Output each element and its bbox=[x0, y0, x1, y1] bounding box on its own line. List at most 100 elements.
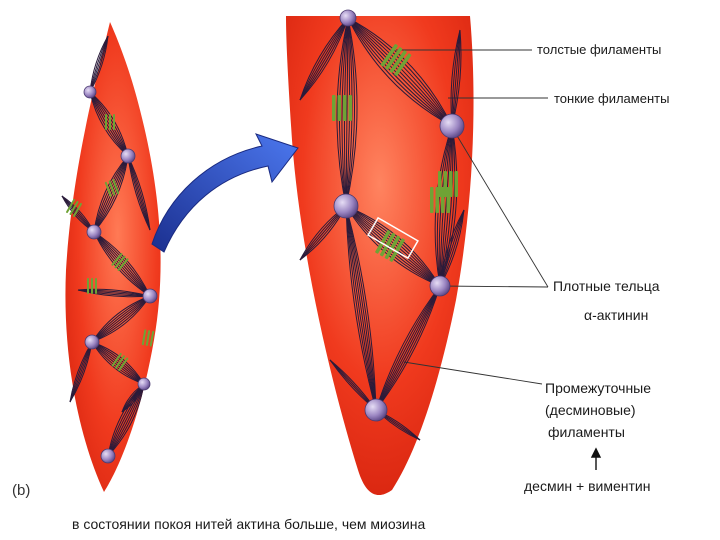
filament-right bbox=[439, 125, 453, 287]
myosin-bar bbox=[145, 330, 151, 346]
filament-left bbox=[107, 383, 145, 457]
filament-right bbox=[336, 17, 349, 207]
label-dense-bodies: Плотные тельца bbox=[553, 278, 660, 294]
myosin-bar bbox=[95, 278, 97, 294]
filament-right bbox=[345, 205, 377, 411]
filament-right bbox=[375, 285, 441, 411]
filament-right bbox=[345, 205, 441, 287]
filament-right bbox=[299, 17, 349, 101]
highlight-box bbox=[367, 216, 419, 260]
filament-left bbox=[107, 383, 145, 457]
filament-right bbox=[375, 285, 441, 411]
filament-right bbox=[345, 205, 377, 411]
filament-right bbox=[439, 125, 454, 287]
myosin-bar bbox=[385, 47, 403, 70]
myosin-bar bbox=[375, 230, 391, 254]
filament-right bbox=[347, 17, 453, 127]
myosin-bar bbox=[118, 357, 129, 372]
filament-left bbox=[93, 231, 151, 297]
filament-right bbox=[299, 17, 349, 101]
myosin-bar bbox=[337, 95, 341, 121]
myosin-bundle bbox=[87, 278, 97, 294]
label-intermediate-1: Промежуточные bbox=[545, 380, 652, 396]
filament-right bbox=[345, 17, 349, 207]
dense-bodies bbox=[83, 9, 465, 464]
transition-arrow bbox=[151, 133, 299, 253]
myosin-bar bbox=[66, 198, 76, 214]
filament-right bbox=[345, 205, 377, 411]
filament-right bbox=[375, 285, 441, 411]
cell-right bbox=[286, 16, 474, 496]
myosin-bar bbox=[109, 114, 111, 130]
myosin-bar bbox=[149, 330, 155, 347]
myosin-bar bbox=[435, 187, 439, 213]
filament-right bbox=[345, 205, 377, 411]
myosin-bar bbox=[332, 95, 336, 121]
filament-right bbox=[299, 17, 349, 101]
myosin-bar bbox=[379, 232, 396, 257]
filament-right bbox=[375, 285, 441, 411]
filament-right bbox=[345, 205, 377, 411]
filament-right bbox=[347, 17, 453, 127]
myosin-bar bbox=[380, 44, 398, 67]
dense-body bbox=[364, 398, 388, 422]
myosin-bundle bbox=[430, 187, 450, 213]
filament-right bbox=[347, 17, 453, 127]
myosin-bar bbox=[343, 95, 347, 121]
filament-right bbox=[345, 17, 358, 207]
myosin-bar bbox=[394, 53, 412, 76]
filament-left bbox=[93, 155, 129, 233]
myosin-bar bbox=[111, 253, 123, 266]
dense-body bbox=[339, 9, 357, 27]
dense-body bbox=[100, 448, 116, 464]
filament-left bbox=[93, 155, 129, 233]
myosin-bar bbox=[91, 278, 93, 294]
myosin-bundle bbox=[105, 114, 115, 130]
filament-left bbox=[93, 155, 129, 233]
filament-right bbox=[345, 205, 377, 411]
label-intermediate-2: (десминовые) bbox=[545, 402, 636, 418]
filament-left bbox=[93, 155, 129, 233]
myosin-bundle bbox=[66, 198, 82, 218]
myosin-bar bbox=[114, 255, 126, 269]
filament-left bbox=[93, 155, 129, 233]
label-intermediate-3: филаменты bbox=[548, 424, 625, 440]
myosin-bundle bbox=[141, 329, 155, 347]
leader-lines bbox=[396, 49, 549, 385]
filament-right bbox=[341, 17, 349, 207]
dense-body bbox=[137, 377, 151, 391]
myosin-bundle bbox=[111, 253, 129, 271]
filament-right bbox=[299, 17, 349, 101]
filament-left bbox=[93, 231, 151, 297]
myosin-bar bbox=[108, 180, 116, 196]
myosin-bundle bbox=[111, 352, 129, 372]
filament-right bbox=[347, 17, 453, 127]
myosin-bar bbox=[112, 179, 120, 195]
filament-left bbox=[93, 231, 151, 297]
myosin-bar bbox=[389, 238, 405, 262]
dense-body bbox=[120, 148, 136, 164]
myosin-bar bbox=[104, 181, 112, 197]
myosin-bar bbox=[72, 202, 82, 218]
label-alpha-actinin: α-актинин bbox=[584, 307, 649, 323]
myosin-bar bbox=[441, 187, 445, 213]
label-thin-filaments: тонкие филаменты bbox=[554, 91, 670, 106]
caption: в состоянии покоя нитей актина больше, ч… bbox=[72, 516, 426, 532]
label-desmin-vimentin: десмин + виментин bbox=[524, 478, 651, 494]
dense-body bbox=[84, 334, 100, 350]
filament-left bbox=[93, 231, 151, 297]
myosin-bar bbox=[384, 235, 401, 260]
myosin-bar bbox=[141, 329, 147, 346]
dense-body bbox=[86, 224, 102, 240]
filament-left bbox=[93, 155, 129, 233]
myosin-bundle bbox=[375, 230, 405, 262]
filament-right bbox=[375, 285, 441, 411]
dense-body bbox=[83, 85, 97, 99]
filament-right bbox=[347, 17, 453, 127]
filament-right bbox=[345, 205, 377, 411]
myosin-bundles bbox=[66, 44, 458, 372]
myosin-bar bbox=[105, 114, 107, 130]
dense-body bbox=[142, 288, 158, 304]
filament-right bbox=[345, 17, 355, 207]
